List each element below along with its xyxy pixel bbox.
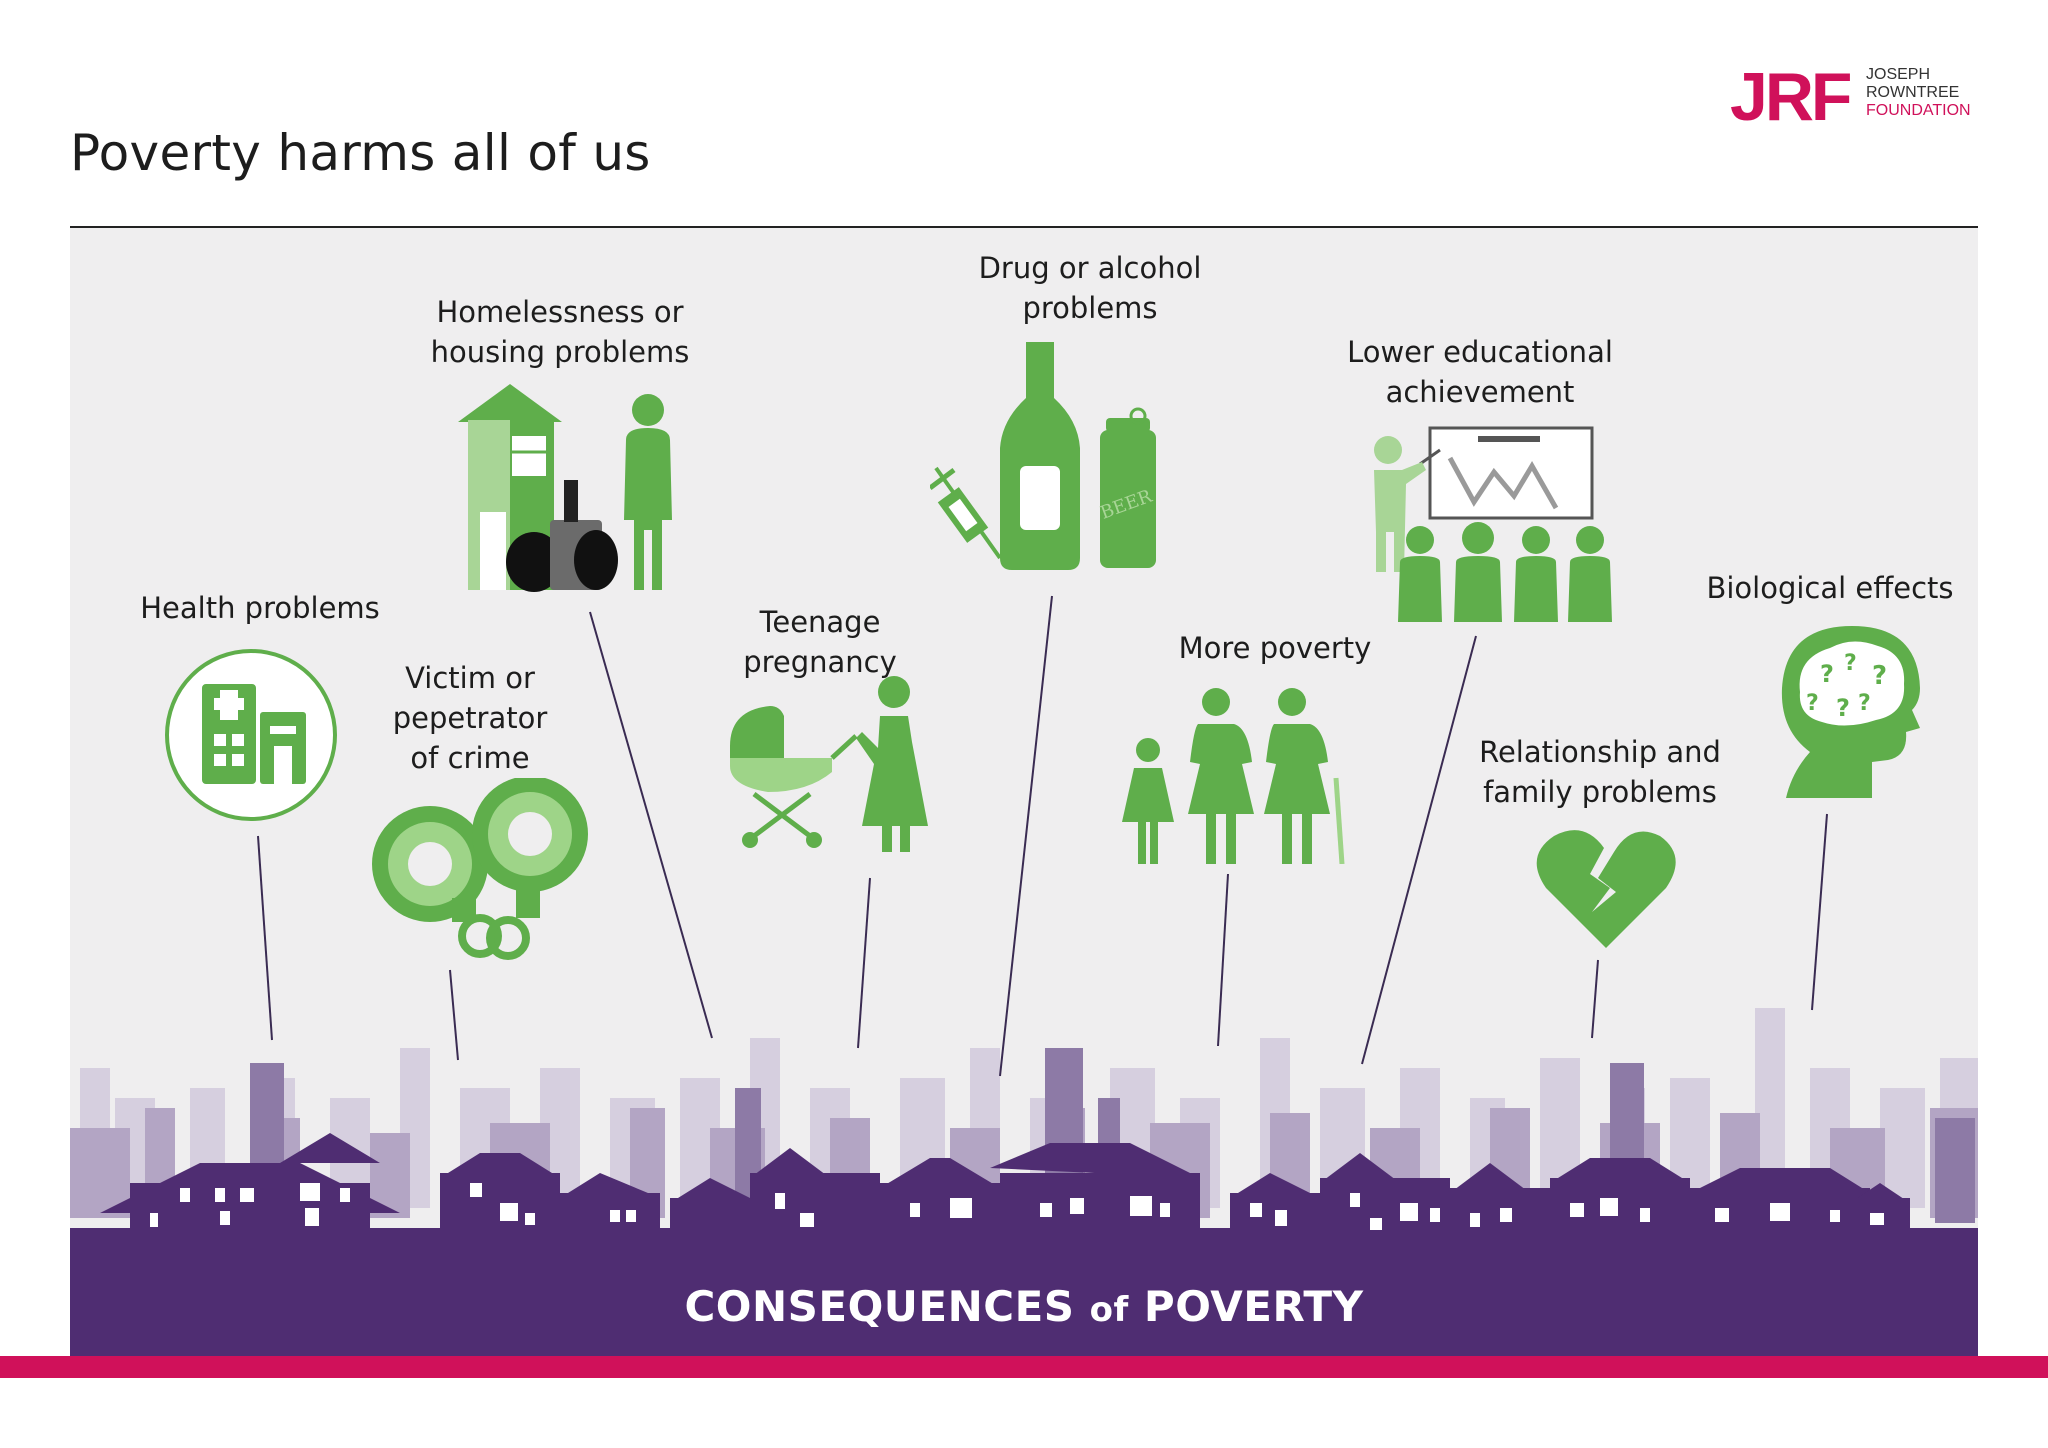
label-more-poverty: More poverty <box>1178 631 1372 665</box>
page-title: Poverty harms all of us <box>70 124 651 182</box>
logo-text: JOSEPH ROWNTREE FOUNDATION <box>1866 66 1971 120</box>
label-relationship: Relationship and family problems <box>1479 735 1721 809</box>
brain-head-icon: ? ? ? ? ? ? <box>1781 626 1920 798</box>
label-health: Health problems <box>140 591 380 625</box>
handcuffs-icon <box>372 778 588 960</box>
footer-title-of: of <box>1089 1290 1129 1330</box>
logo-line-1: JOSEPH <box>1866 66 1931 83</box>
label-crime: Victim or pepetrator of crime <box>392 661 548 775</box>
pram-woman-icon <box>730 676 928 852</box>
label-pregnancy: Teenage pregnancy <box>743 605 897 679</box>
svg-text:?: ? <box>1858 691 1871 716</box>
label-drugs: Drug or alcohol problems <box>978 251 1202 325</box>
label-homelessness: Homelessness or housing problems <box>430 295 690 369</box>
svg-text:?: ? <box>1844 651 1857 676</box>
svg-text:?: ? <box>1820 660 1834 688</box>
hospital-icon <box>165 649 337 821</box>
logo-line-3: FOUNDATION <box>1866 102 1971 119</box>
classroom-icon <box>1374 426 1612 622</box>
label-education: Lower educational achievement <box>1347 335 1613 409</box>
label-biological: Biological effects <box>1706 571 1954 605</box>
svg-text:?: ? <box>1836 694 1850 722</box>
svg-text:?: ? <box>1806 691 1819 716</box>
logo-line-2: ROWNTREE <box>1866 84 1960 101</box>
connector-lines <box>257 595 1828 1077</box>
city-skyline <box>70 1008 1978 1358</box>
footer-title-b: POVERTY <box>1143 1282 1364 1331</box>
pink-footer-bar <box>0 1356 2048 1378</box>
footer-title-a: CONSEQUENCES <box>684 1282 1075 1331</box>
family-icon <box>1122 688 1345 864</box>
svg-text:?: ? <box>1872 661 1887 691</box>
broken-heart-icon <box>1536 830 1676 948</box>
house-luggage-icon <box>458 384 672 592</box>
logo-mark: JRF <box>1730 59 1852 135</box>
footer-title: CONSEQUENCES of POVERTY <box>70 1282 1978 1331</box>
bottle-syringe-icon: BEER <box>930 342 1156 570</box>
infographic-panel: Health problems Victim or pepetrator of … <box>70 226 1978 1358</box>
